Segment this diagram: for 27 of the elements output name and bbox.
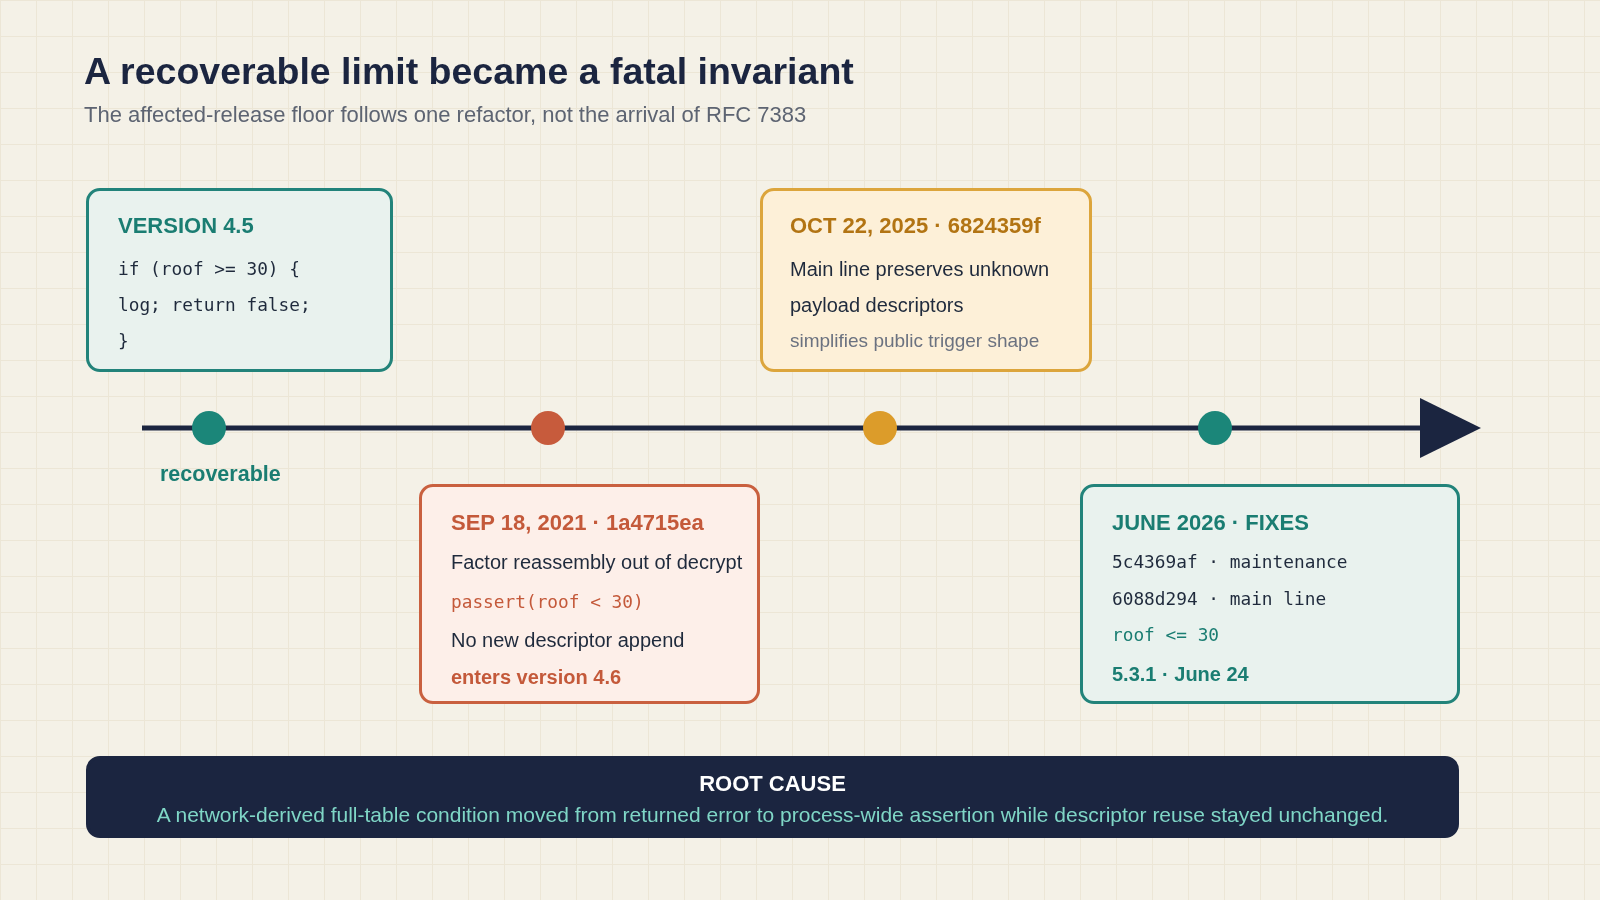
card-note: enters version 4.6: [451, 665, 622, 690]
card-heading: SEP 18, 2021 · 1a4715ea: [451, 509, 704, 537]
event-card: [760, 188, 1092, 372]
code-line: 5c4369af · maintenance: [1112, 550, 1348, 574]
card-heading: OCT 22, 2025 · 6824359f: [790, 212, 1041, 240]
event-card: [1080, 484, 1460, 704]
event-card: [419, 484, 760, 704]
timeline-label: recoverable: [160, 461, 281, 488]
banner-heading: ROOT CAUSE: [699, 770, 846, 798]
card-text: Main line preserves unknown payload descriptors: [790, 257, 1051, 318]
card-text: No new descriptor append: [451, 628, 685, 653]
code-line: passert(roof < 30): [451, 590, 644, 614]
card-note: 5.3.1 · June 24: [1112, 661, 1249, 687]
card-heading: JUNE 2026 · FIXES: [1112, 509, 1309, 537]
event-card: [86, 188, 393, 372]
code-line: roof <= 30: [1112, 623, 1220, 647]
root-cause-banner: [86, 756, 1459, 838]
code-line: 6088d294 · main line: [1112, 586, 1327, 611]
card-note: simplifies public trigger shape: [790, 329, 1040, 353]
code-line: log; return false;: [118, 293, 311, 317]
banner-text: A network-derived full-table condition moved from returned error to process-wide assertion while descriptor reuse stayed unchanged.: [156, 802, 1389, 828]
card-text: Factor reassembly out of decrypt: [451, 550, 743, 575]
diagram-title: A recoverable limit became a fatal invariant: [84, 49, 854, 94]
code-line: }: [118, 329, 129, 353]
diagram-subtitle: The affected-release floor follows one refactor, not the arrival of RFC 7383: [84, 101, 807, 129]
code-line: if (roof >= 30) {: [118, 257, 300, 281]
card-heading: VERSION 4.5: [118, 212, 254, 240]
